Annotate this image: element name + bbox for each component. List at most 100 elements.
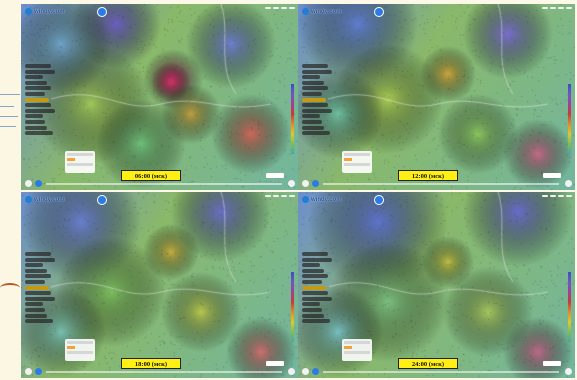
layer-item[interactable] [25,114,43,119]
control-button[interactable] [550,7,556,9]
control-button[interactable] [542,7,548,9]
layer-item[interactable] [25,319,53,324]
zoom-button[interactable] [288,180,295,187]
layer-item[interactable] [25,131,53,136]
timeline-button[interactable] [312,180,319,187]
map-panel-1[interactable]: windy.com 06:00 (мск) [21,4,298,190]
layer-item[interactable] [25,125,47,130]
layer-item[interactable] [302,80,324,85]
layer-item[interactable] [302,64,328,68]
layer-item-active[interactable] [302,97,326,102]
control-button[interactable] [265,195,271,197]
layer-item[interactable] [302,108,332,113]
control-button[interactable] [566,7,572,9]
location-badge[interactable] [543,361,561,366]
layer-item[interactable] [25,103,51,108]
layer-item[interactable] [25,108,55,113]
control-button[interactable] [289,195,295,197]
control-button[interactable] [566,195,572,197]
control-button[interactable] [558,7,564,9]
layer-item[interactable] [302,307,322,312]
layer-item[interactable] [25,119,45,124]
layer-item[interactable] [302,75,320,80]
play-button[interactable] [25,180,32,187]
layer-item[interactable] [25,313,47,318]
control-button[interactable] [265,7,271,9]
timeline-button[interactable] [35,368,42,375]
layer-item[interactable] [302,131,330,136]
forecast-widget[interactable] [342,339,372,361]
zoom-button[interactable] [565,368,572,375]
zoom-button[interactable] [288,368,295,375]
control-button[interactable] [281,195,287,197]
search-button[interactable] [97,195,107,205]
layer-item[interactable] [302,91,322,96]
layer-item-active[interactable] [25,285,49,290]
control-button[interactable] [273,195,279,197]
timeline-bar[interactable] [323,183,559,185]
play-button[interactable] [302,368,309,375]
play-button[interactable] [25,368,32,375]
layer-item[interactable] [302,125,324,130]
forecast-widget[interactable] [342,151,372,173]
layer-item[interactable] [25,80,47,85]
location-badge[interactable] [266,361,284,366]
timeline-bar[interactable] [323,371,559,373]
layer-item[interactable] [25,64,51,68]
layer-item[interactable] [302,296,332,301]
timeline-button[interactable] [35,180,42,187]
map-panel-3[interactable]: windy.com 18:00 (мск) [21,192,298,378]
layer-item[interactable] [25,252,51,256]
layer-item[interactable] [25,274,51,279]
layer-item[interactable] [302,257,332,262]
control-button[interactable] [550,195,556,197]
layer-item[interactable] [302,86,328,91]
layer-item[interactable] [25,263,43,268]
layer-item[interactable] [302,319,330,324]
forecast-widget[interactable] [65,151,95,173]
layer-item[interactable] [302,291,328,296]
timeline-bar[interactable] [46,371,282,373]
location-badge[interactable] [266,173,284,178]
layer-item[interactable] [302,263,320,268]
zoom-button[interactable] [565,180,572,187]
map-panel-2[interactable]: windy.com 12:00 (мск) [298,4,575,190]
search-button[interactable] [374,7,384,17]
location-badge[interactable] [543,173,561,178]
layer-item[interactable] [25,86,51,91]
layer-item[interactable] [302,103,328,108]
wind-map[interactable] [298,192,575,378]
layer-item-active[interactable] [302,285,326,290]
layer-item[interactable] [25,296,55,301]
wind-map[interactable] [21,4,298,190]
control-button[interactable] [558,195,564,197]
layer-item[interactable] [25,75,43,80]
timeline-bar[interactable] [46,183,282,185]
layer-item[interactable] [25,302,43,307]
layer-item[interactable] [25,69,55,74]
layer-item[interactable] [25,291,51,296]
map-panel-4[interactable]: windy.com 24:00 (мск) [298,192,575,378]
timeline-button[interactable] [312,368,319,375]
control-button[interactable] [273,7,279,9]
forecast-widget[interactable] [65,339,95,361]
layer-item[interactable] [25,307,45,312]
layer-item[interactable] [25,268,47,273]
layer-item[interactable] [302,114,320,119]
wind-map[interactable] [298,4,575,190]
layer-item[interactable] [25,279,45,284]
layer-item[interactable] [302,252,328,256]
layer-item[interactable] [302,279,322,284]
control-button[interactable] [542,195,548,197]
layer-item[interactable] [302,69,332,74]
control-button[interactable] [289,7,295,9]
layer-item-active[interactable] [25,97,49,102]
wind-map[interactable] [21,192,298,378]
layer-item[interactable] [302,274,328,279]
layer-item[interactable] [302,119,322,124]
search-button[interactable] [97,7,107,17]
layer-item[interactable] [25,257,55,262]
control-button[interactable] [281,7,287,9]
layer-item[interactable] [302,302,320,307]
layer-item[interactable] [25,91,45,96]
